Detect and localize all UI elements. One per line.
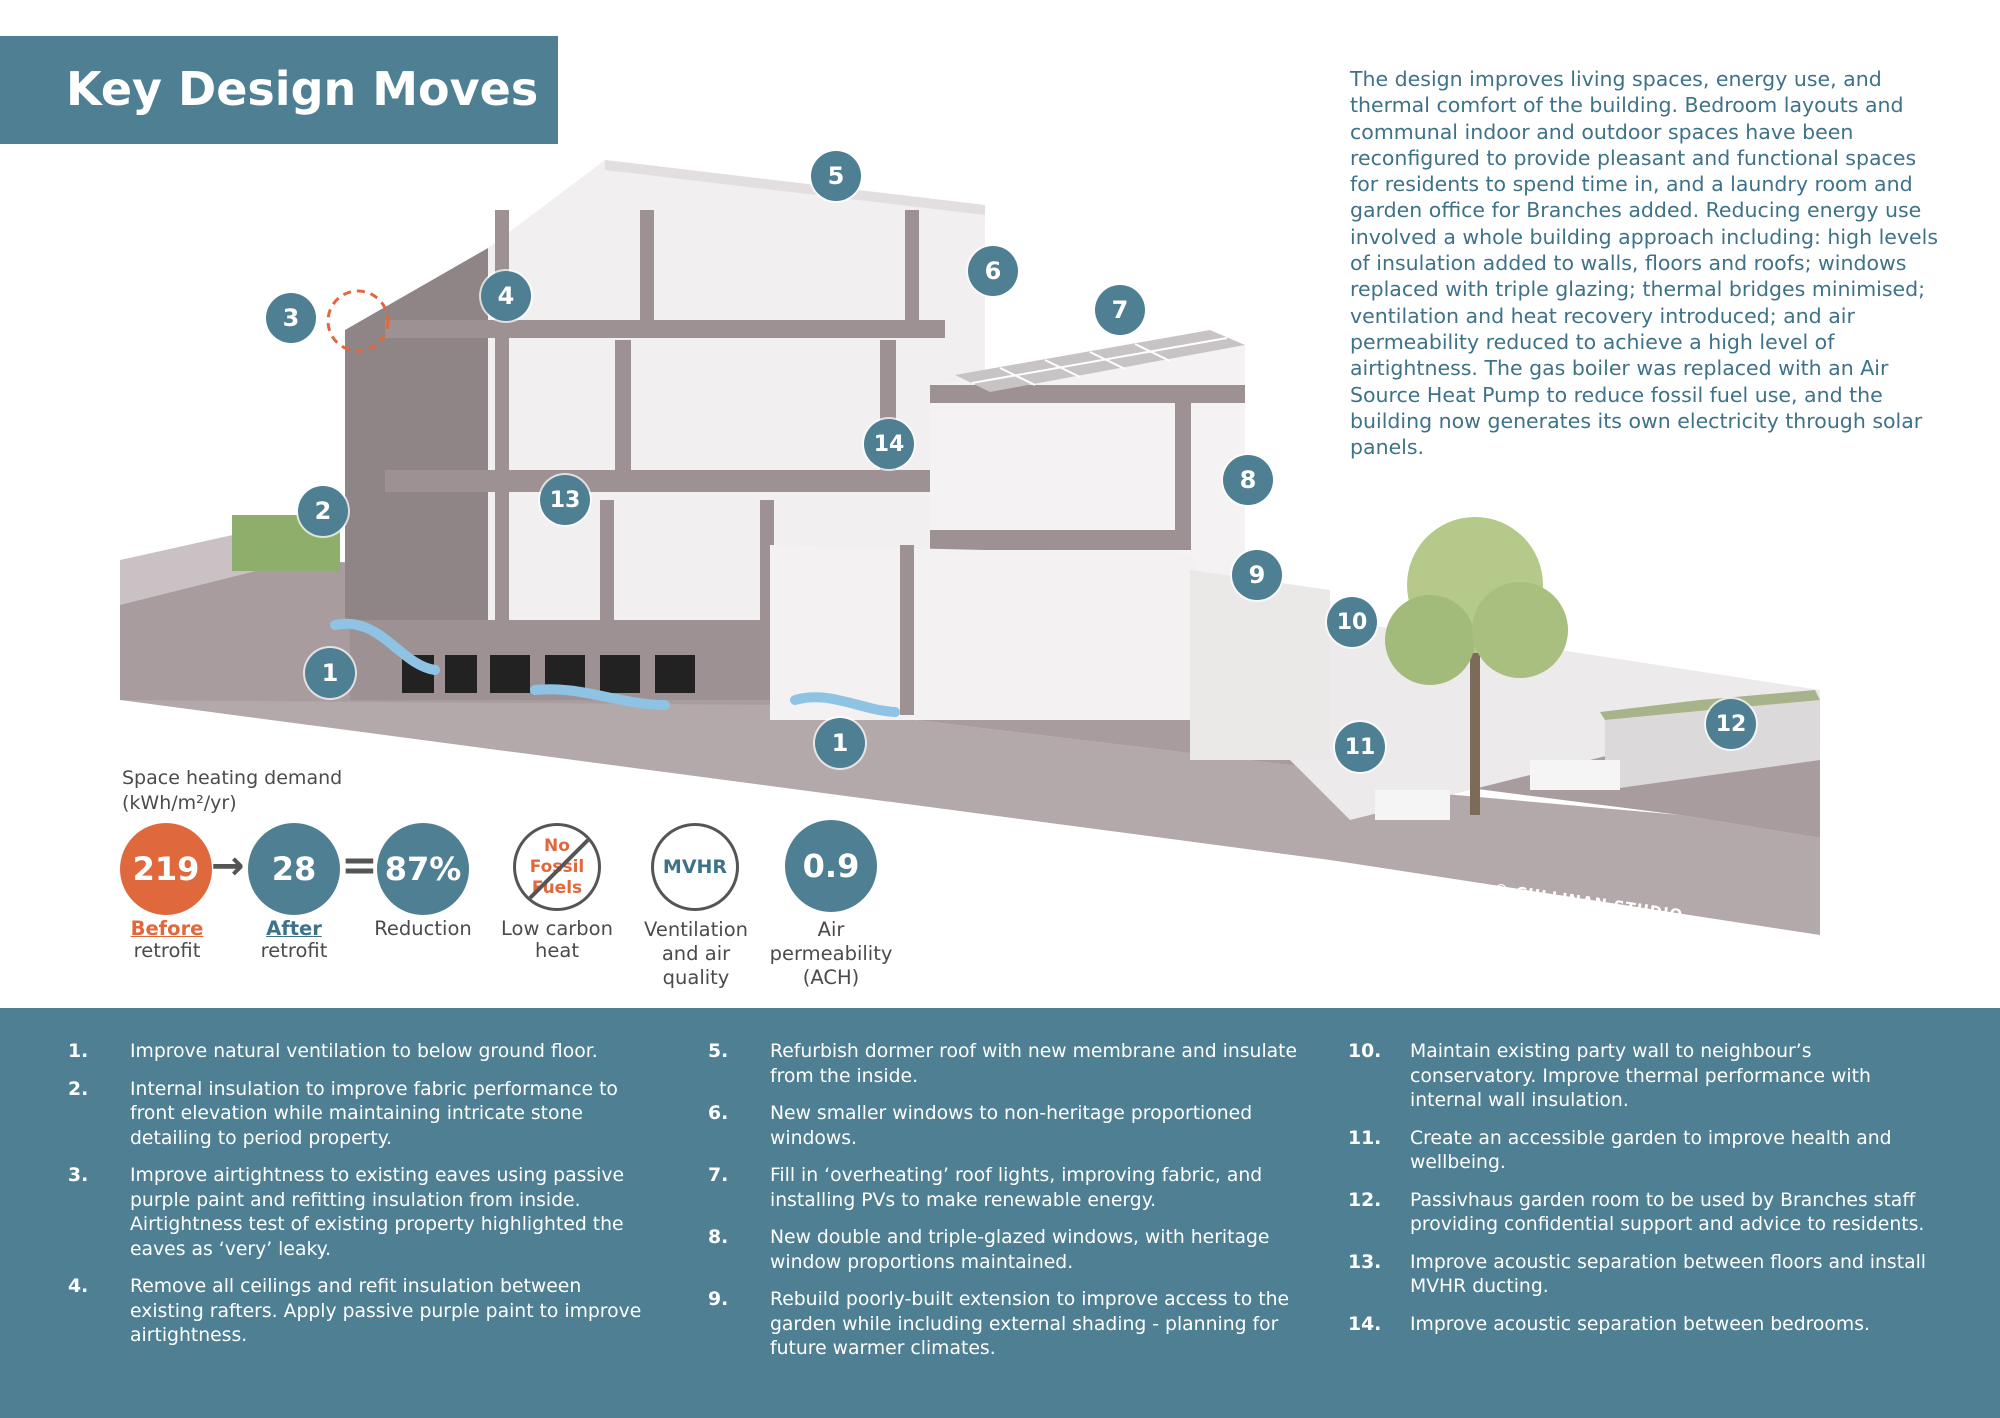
- arrow-icon: →: [211, 843, 245, 889]
- design-moves-panel: 1.Improve natural ventilation to below g…: [0, 1008, 2000, 1418]
- mvhr-icon: MVHR: [651, 823, 739, 911]
- marker-10: 10: [1327, 597, 1377, 647]
- marker-4: 4: [481, 271, 531, 321]
- list-item: 14.Improve acoustic separation between b…: [1348, 1313, 1870, 1335]
- title-banner: Key Design Moves: [0, 36, 558, 144]
- list-item: 10.Maintain existing party wall to neigh…: [1348, 1041, 1871, 1111]
- ventilation-caption: Ventilation and air quality: [644, 918, 748, 989]
- list-item: 5.Refurbish dormer roof with new membran…: [708, 1041, 1298, 1087]
- marker-9: 9: [1232, 550, 1282, 600]
- reduction-caption: Reduction: [374, 917, 472, 940]
- reduction-value-circle: 87%: [377, 823, 469, 915]
- list-item: 4.Remove all ceilings and refit insulati…: [68, 1276, 642, 1346]
- marker-3: 3: [266, 293, 316, 343]
- list-item: 8.New double and triple-glazed windows, …: [708, 1227, 1270, 1273]
- list-item: 2.Internal insulation to improve fabric …: [68, 1078, 618, 1149]
- marker-5: 5: [811, 151, 861, 201]
- building-section-illustration: [120, 160, 1820, 935]
- marker-2: 2: [298, 486, 348, 536]
- equals-icon: =: [341, 840, 378, 891]
- marker-7: 7: [1095, 285, 1145, 335]
- list-item: 3.Improve airtightness to existing eaves…: [68, 1165, 625, 1260]
- list-item: 6.New smaller windows to non-heritage pr…: [708, 1103, 1253, 1149]
- list-column-3: 10.Maintain existing party wall to neigh…: [1348, 1040, 1938, 1350]
- list-item: 7.Fill in ‘overheating’ roof lights, imp…: [708, 1165, 1263, 1211]
- intro-paragraph: The design improves living spaces, energ…: [1350, 67, 1939, 460]
- no-fossil-fuels-icon: No Fossil Fuels: [513, 823, 601, 911]
- list-column-1: 1.Improve natural ventilation to below g…: [68, 1040, 658, 1362]
- list-item: 1.Improve natural ventilation to below g…: [68, 1041, 598, 1062]
- page-title: Key Design Moves: [66, 62, 539, 116]
- after-value-circle: 28: [248, 823, 340, 915]
- marker-14: 14: [864, 419, 914, 469]
- list-item: 12.Passivhaus garden room to be used by …: [1348, 1189, 1925, 1236]
- list-item: 13.Improve acoustic separation between f…: [1348, 1251, 1927, 1298]
- before-value-circle: 219: [120, 823, 212, 915]
- list-item: 9.Rebuild poorly-built extension to impr…: [708, 1289, 1290, 1359]
- marker-12: 12: [1706, 699, 1756, 749]
- air-permeability-caption: Air permeability (ACH): [769, 918, 893, 989]
- low-carbon-caption: Low carbon heat: [501, 917, 613, 962]
- space-heating-label: Space heating demand (kWh/m²/yr): [122, 767, 343, 814]
- marker-1-front: 1: [305, 648, 355, 698]
- list-item: 11.Create an accessible garden to improv…: [1348, 1127, 1892, 1174]
- marker-11: 11: [1335, 722, 1385, 772]
- marker-1-rear: 1: [815, 718, 865, 768]
- list-column-2: 5.Refurbish dormer roof with new membran…: [708, 1040, 1298, 1375]
- air-permeability-circle: 0.9: [785, 820, 877, 912]
- marker-6: 6: [968, 246, 1018, 296]
- marker-13: 13: [540, 475, 590, 525]
- marker-8: 8: [1223, 455, 1273, 505]
